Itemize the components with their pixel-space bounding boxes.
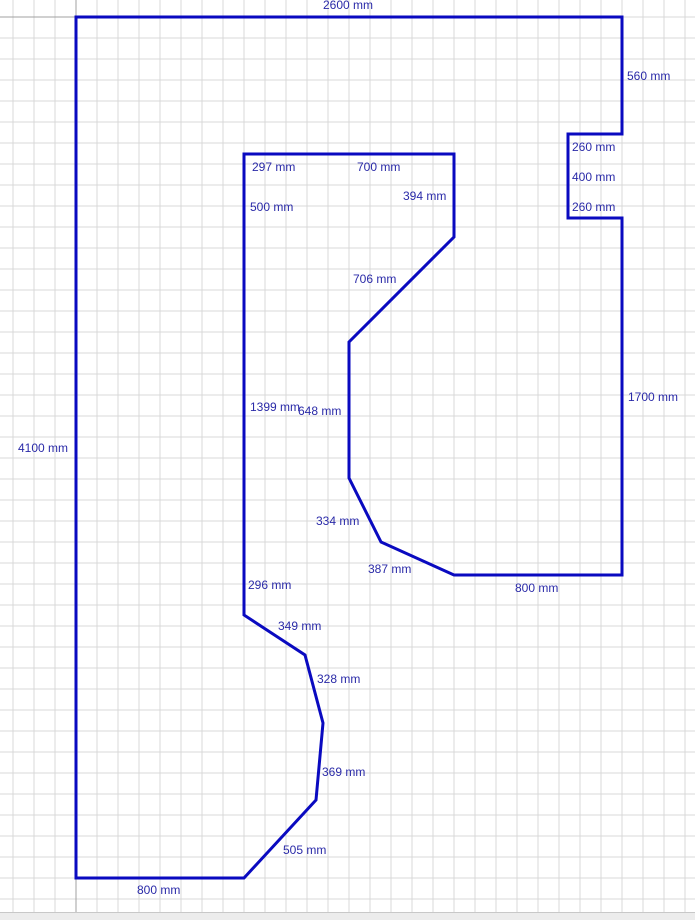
dim-inner-top: 700 mm (357, 160, 400, 174)
dim-right-lower: 1700 mm (628, 390, 678, 404)
dim-curve-2: 328 mm (317, 672, 360, 686)
dim-inner-left-mid: 1399 mm (250, 400, 300, 414)
dim-inner-right: 394 mm (403, 189, 446, 203)
dim-right-top: 560 mm (627, 69, 670, 83)
dim-notch-bottom: 260 mm (572, 200, 615, 214)
dim-inner-left-lower: 296 mm (248, 578, 291, 592)
dim-curve-3: 369 mm (322, 765, 365, 779)
room-outline[interactable] (74, 15, 624, 880)
dim-inner-vertical: 648 mm (298, 404, 341, 418)
dim-bottom: 800 mm (137, 883, 180, 897)
dim-inner-bottom: 800 mm (515, 581, 558, 595)
dim-curve-4: 505 mm (283, 843, 326, 857)
dim-curve-1: 349 mm (278, 619, 321, 633)
dim-notch-top: 260 mm (572, 140, 615, 154)
dim-inner-left-upper: 500 mm (250, 200, 293, 214)
dim-inner-top-left: 297 mm (252, 160, 295, 174)
dim-top: 2600 mm (323, 0, 373, 12)
status-bar (0, 912, 695, 920)
dim-inner-lower-diag1: 334 mm (316, 514, 359, 528)
dim-inner-lower-diag2: 387 mm (368, 562, 411, 576)
dim-left: 4100 mm (18, 441, 68, 455)
dim-notch-depth: 400 mm (572, 170, 615, 184)
dim-inner-diag: 706 mm (353, 272, 396, 286)
